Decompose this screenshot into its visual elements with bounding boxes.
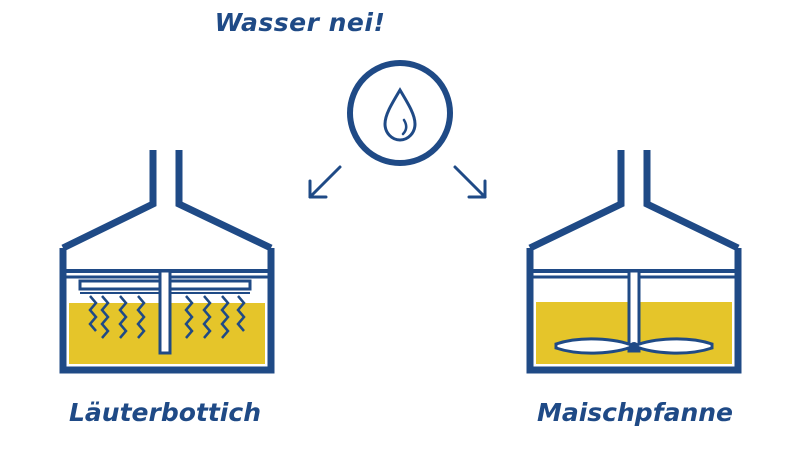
heading-water-in: Wasser nei! [214, 8, 386, 37]
arrow-down-left-icon [308, 165, 342, 199]
label-lauter-tun: Läuterbottich [69, 398, 261, 427]
water-drop-icon [347, 60, 453, 166]
label-mash-kettle: Maischpfanne [536, 398, 733, 427]
mash-kettle-vessel [526, 150, 742, 374]
arrow-down-right-icon [453, 165, 487, 199]
lauter-tun-vessel [59, 150, 275, 374]
